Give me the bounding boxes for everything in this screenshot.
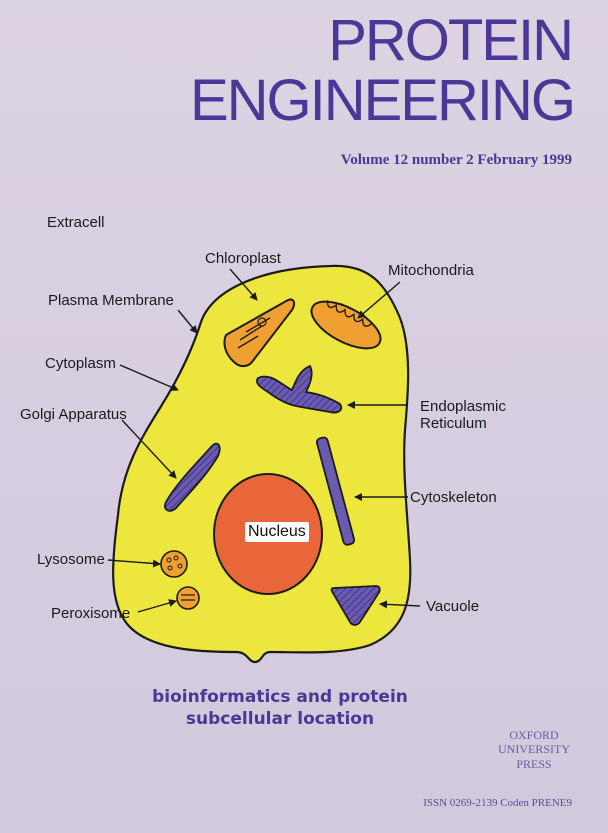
label-cytoplasm: Cytoplasm bbox=[45, 355, 116, 372]
label-nucleus: Nucleus bbox=[245, 522, 309, 542]
cover-subtitle-line2: subcellular location bbox=[185, 709, 375, 729]
journal-title-line1: PROTEIN bbox=[328, 8, 574, 73]
publisher-line1: OXFORD bbox=[509, 728, 559, 742]
publisher-line2: UNIVERSITY bbox=[498, 742, 570, 757]
label-peroxisome: Peroxisome bbox=[51, 605, 131, 622]
issue-info: Volume 12 number 2 February 1999 bbox=[340, 152, 572, 168]
golgi-apparatus bbox=[164, 442, 221, 512]
publisher-logo: OXFORD UNIVERSITY PRESS bbox=[434, 728, 574, 771]
pointer-lines bbox=[107, 268, 421, 613]
issn-code: ISSN 0269-2139 Coden PRENE9 bbox=[423, 797, 572, 809]
label-plasma-membrane: Plasma Membrane bbox=[48, 292, 174, 309]
label-vacuole: Vacuole bbox=[426, 598, 480, 615]
endoplasmic-reticulum bbox=[256, 364, 343, 414]
label-cytoskeleton: Cytoskeleton bbox=[410, 489, 497, 506]
cover-subtitle-line1: bioinformatics and protein bbox=[152, 687, 408, 707]
chloroplast bbox=[223, 298, 296, 368]
vacuole bbox=[330, 585, 381, 626]
lysosome bbox=[160, 550, 188, 578]
label-reticulum: Reticulum bbox=[420, 415, 487, 432]
mitochondria bbox=[310, 300, 382, 350]
label-endoplasmic: Endoplasmic bbox=[420, 398, 506, 415]
publisher-line3: PRESS bbox=[516, 756, 552, 771]
cytoskeleton bbox=[315, 436, 356, 546]
label-golgi-apparatus: Golgi Apparatus bbox=[20, 406, 127, 423]
label-chloroplast: Chloroplast bbox=[205, 250, 281, 267]
peroxisome bbox=[176, 586, 200, 610]
label-mitochondria: Mitochondria bbox=[388, 262, 474, 279]
label-lysosome: Lysosome bbox=[37, 551, 105, 568]
journal-title-line2: ENGINEERING bbox=[189, 68, 576, 133]
label-extracell: Extracell bbox=[47, 214, 105, 231]
